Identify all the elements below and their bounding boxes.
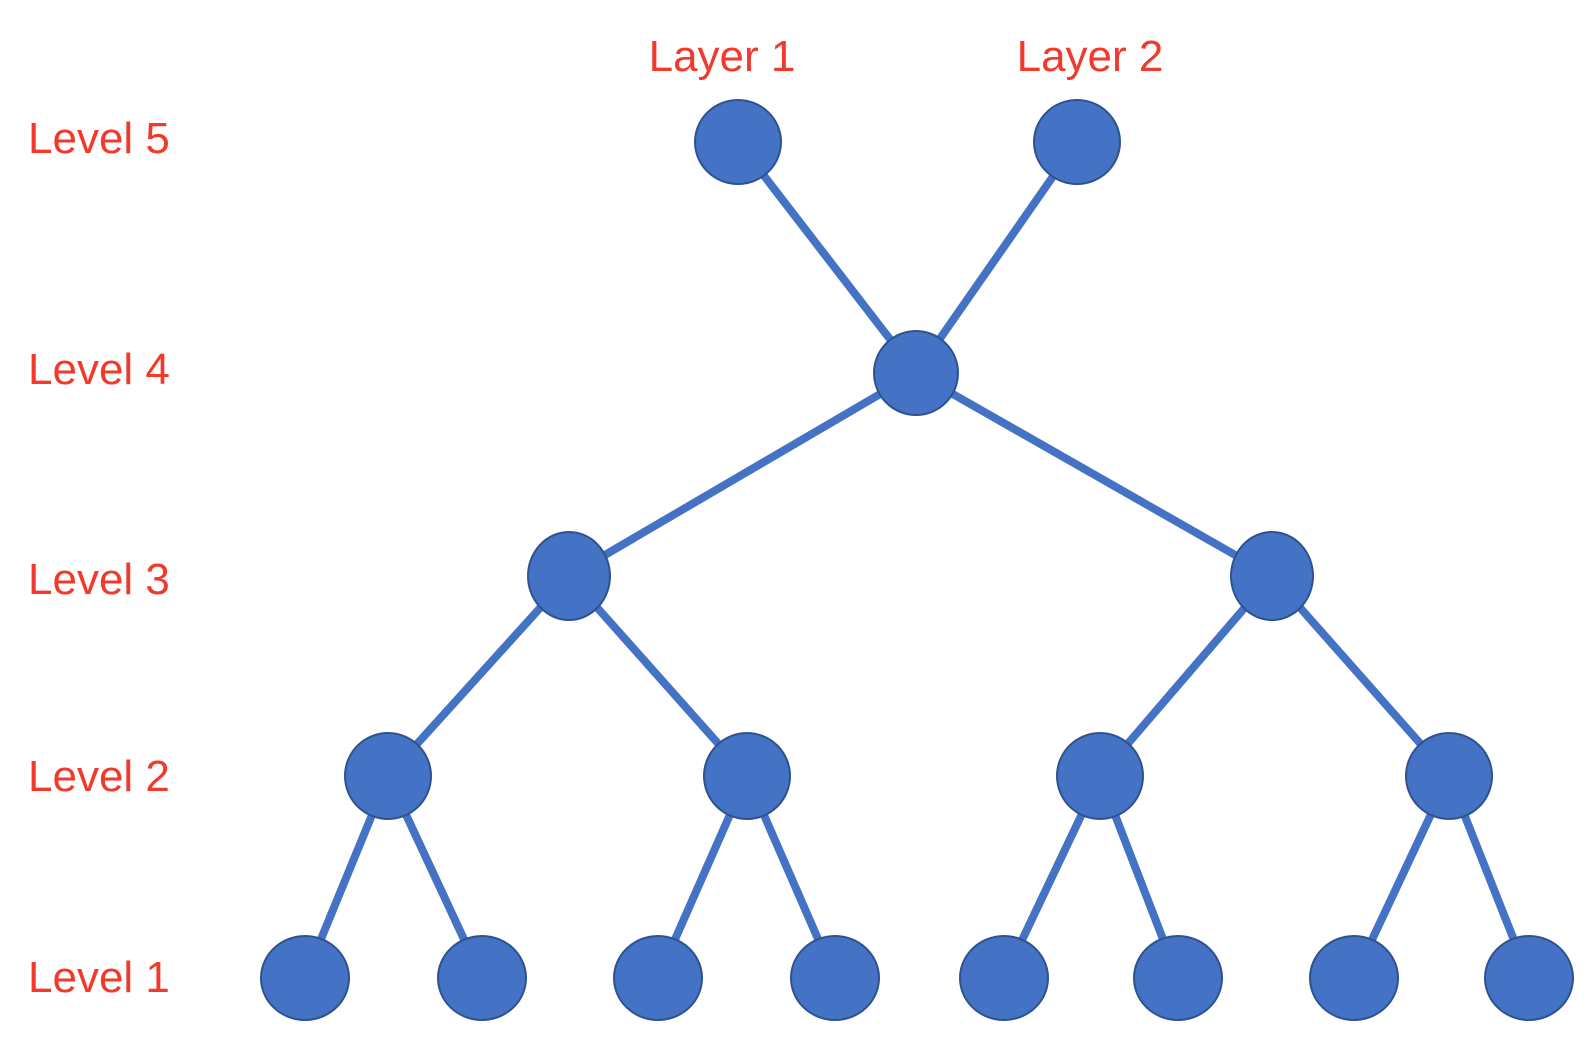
row-label-level-1: Level 1 xyxy=(28,952,170,1002)
tree-node-L2-2 xyxy=(703,732,791,820)
tree-node-L5-1 xyxy=(694,99,782,185)
tree-node-L2-3 xyxy=(1056,732,1144,820)
tree-node-L3-2 xyxy=(1230,531,1314,621)
tree-node-L2-1 xyxy=(344,732,432,820)
tree-edge-L3-1-L2-1 xyxy=(385,573,572,779)
tree-node-L1-7 xyxy=(1309,935,1399,1021)
tree-node-L1-8 xyxy=(1484,935,1574,1021)
row-label-level-4: Level 4 xyxy=(28,344,170,394)
tree-edge-L3-2-L2-4 xyxy=(1269,573,1452,779)
tree-edge-L3-1-L2-2 xyxy=(566,573,750,779)
tree-edge-L5-2-L4-1 xyxy=(912,139,1081,376)
row-label-level-3: Level 3 xyxy=(28,554,170,604)
tree-node-L1-2 xyxy=(437,935,527,1021)
column-label-layer-2: Layer 2 xyxy=(1016,31,1164,81)
tree-edge-L5-1-L4-1 xyxy=(734,139,920,376)
row-label-level-5: Level 5 xyxy=(28,113,170,163)
tree-edge-L4-1-L3-1 xyxy=(566,369,919,580)
tree-node-L4-1 xyxy=(873,330,959,416)
tree-node-L2-4 xyxy=(1405,732,1493,820)
tree-node-L1-6 xyxy=(1133,935,1223,1021)
tree-node-L1-5 xyxy=(959,935,1049,1021)
tree-node-L1-1 xyxy=(260,935,350,1021)
tree-node-L5-2 xyxy=(1033,99,1121,185)
tree-node-L1-3 xyxy=(613,935,703,1021)
column-label-layer-1: Layer 1 xyxy=(648,31,796,81)
tree-edge-L4-1-L3-2 xyxy=(914,369,1274,580)
row-label-level-2: Level 2 xyxy=(28,751,170,801)
tree-node-L1-4 xyxy=(790,935,880,1021)
tree-node-L3-1 xyxy=(527,531,611,621)
